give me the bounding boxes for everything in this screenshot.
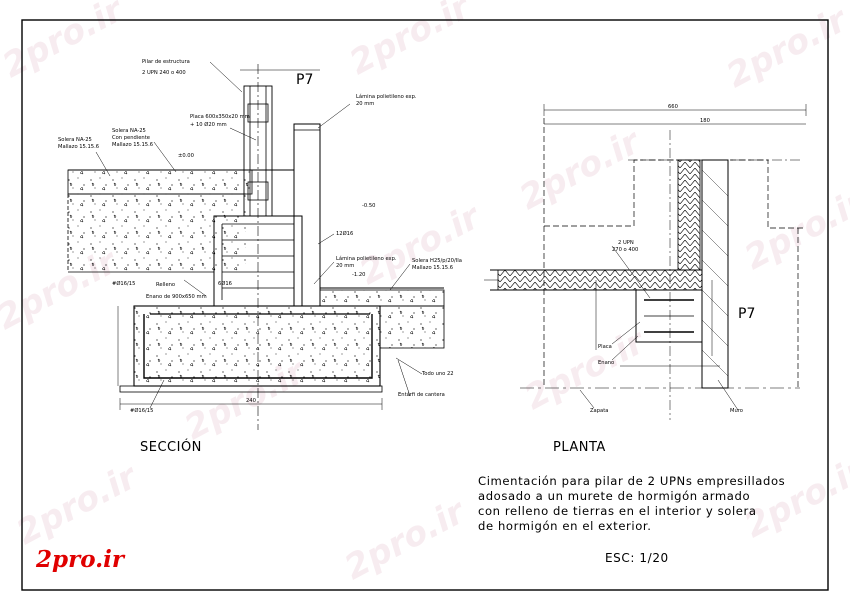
section-note-solera-right-mesh: Mallazo 15.15.6 xyxy=(412,265,454,271)
section-title: SECCIÓN xyxy=(140,440,202,455)
section-note-lamina-top-mm: 20 mm xyxy=(356,101,375,107)
section-note-plate: Placa 600x350x20 mm xyxy=(190,114,250,120)
section-note-bar-bottom: #Ø16/15 xyxy=(130,408,154,414)
section-note-solera-left: Solera NA-25 xyxy=(58,137,92,143)
section-note-lamina-mid: Lámina polietileno exp. xyxy=(336,256,397,262)
plan-note-upn-size: 270 o 400 xyxy=(612,247,639,253)
section-note-lamina-mid-mm: 20 mm xyxy=(336,263,355,269)
description-line-1: Cimentación para pilar de 2 UPNs empresi… xyxy=(478,474,786,488)
plan-drawing xyxy=(484,104,807,420)
section-level-120: -1.20 xyxy=(352,272,366,278)
section-note-pillar: Pilar de estructura xyxy=(142,59,190,65)
plan-dim-part: 180 xyxy=(700,118,710,124)
section-note-encachado: Entárfi de cantera xyxy=(398,392,445,398)
section-level-050: -0.50 xyxy=(362,203,376,209)
plan-note-zapata: Zapata xyxy=(590,408,609,414)
scale-label: ESC: 1/20 xyxy=(605,551,669,565)
plan-note-muro: Muro xyxy=(730,408,743,414)
section-drawing xyxy=(67,61,445,430)
plan-note-placa: Placa xyxy=(598,344,612,350)
section-note-todo-uno: Todo uno 22 xyxy=(422,371,454,377)
section-note-lamina-top: Lámina polietileno exp. xyxy=(356,94,417,100)
plan-dim-total: 660 xyxy=(668,104,678,110)
section-note-enano: Enano de 900x650 mm xyxy=(146,294,207,300)
plan-column-mark: P7 xyxy=(738,306,756,322)
description-line-3: con relleno de tierras en el interior y … xyxy=(478,504,757,518)
section-note-relleno: Relleno xyxy=(156,282,176,288)
section-note-solera-right: Solera H25/p/20/IIa xyxy=(412,258,462,264)
section-column-mark: P7 xyxy=(296,72,314,88)
section-level-0: ±0.00 xyxy=(178,153,194,159)
description-line-4: de hormigón en el exterior. xyxy=(478,519,652,533)
section-note-pillar-spec: 2 UPN 240 o 400 xyxy=(142,70,186,76)
plan-note-upn: 2 UPN xyxy=(618,240,634,246)
section-note-bar-12: 12Ø16 xyxy=(336,231,354,237)
section-note-bar-816: #Ø16/15 xyxy=(112,281,136,287)
plan-title: PLANTA xyxy=(553,440,606,455)
brand-logo[interactable]: 2pro.ir xyxy=(36,546,125,573)
section-note-solera-mid-mesh: Mallazo 15.15.6 xyxy=(112,142,154,148)
section-note-solera-left-mesh: Mallazo 15.15.6 xyxy=(58,144,100,150)
section-dim-width: 240 xyxy=(246,398,256,404)
section-note-plate-bolts: + 10 Ø20 mm xyxy=(190,122,227,128)
sheet-border xyxy=(21,19,829,591)
description-line-2: adosado a un murete de hormigón armado xyxy=(478,489,751,503)
section-note-bar-616: 6Ø16 xyxy=(218,281,232,287)
plan-note-enano: Enano xyxy=(598,360,615,366)
section-note-solera-mid2: Con pendiente xyxy=(112,135,150,141)
section-note-solera-mid: Solera NA-25 xyxy=(112,128,146,134)
